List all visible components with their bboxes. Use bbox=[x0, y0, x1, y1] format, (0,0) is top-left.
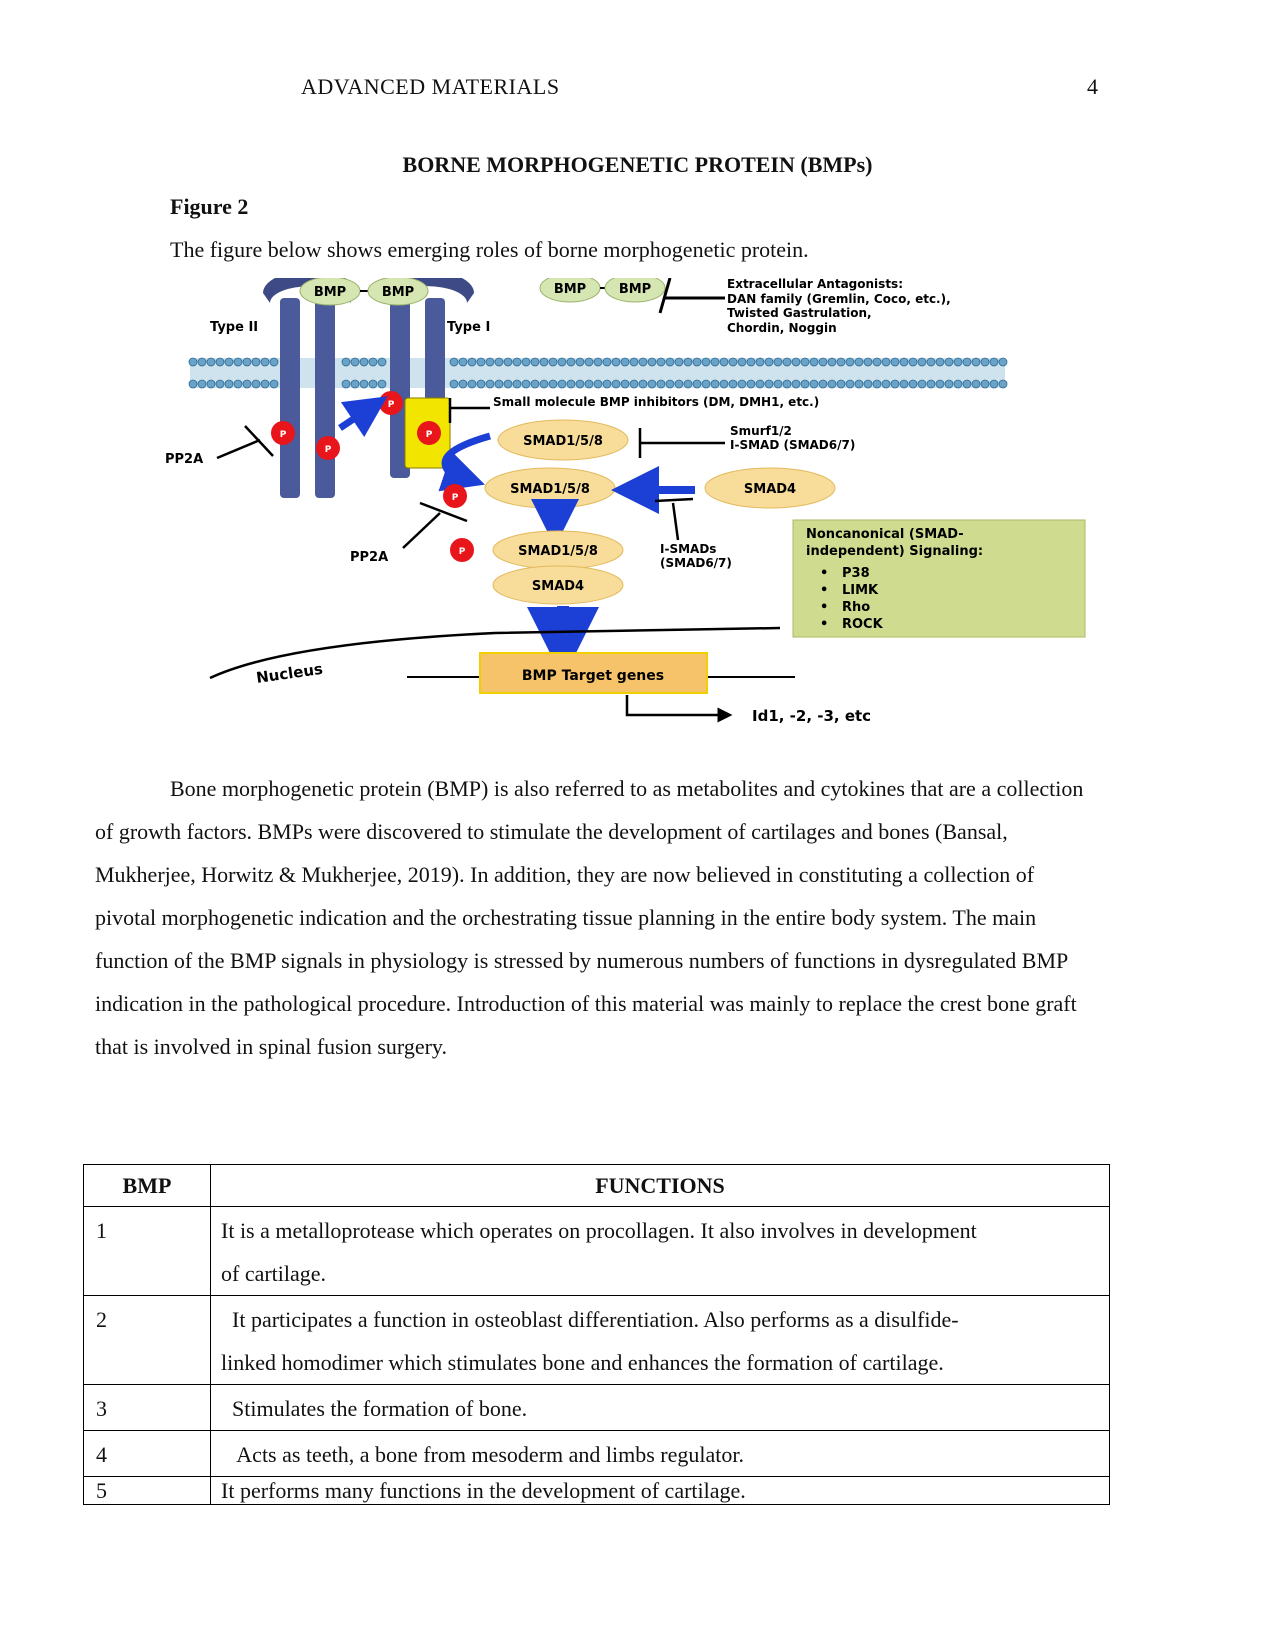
antagonists-label: Extracellular Antagonists: DAN family (G… bbox=[727, 277, 951, 335]
nucleus-label: Nucleus bbox=[255, 660, 324, 687]
figure-caption: The figure below shows emerging roles of… bbox=[170, 237, 809, 262]
body-paragraph: Bone morphogenetic protein (BMP) is also… bbox=[95, 776, 1084, 1059]
svg-text:P: P bbox=[459, 547, 466, 557]
table-header-row: BMP FUNCTIONS bbox=[83, 1164, 1110, 1207]
bmp-number: 2 bbox=[83, 1295, 211, 1385]
phospho-group: P bbox=[379, 391, 403, 415]
svg-text:DAN family (Gremlin, Coco, etc: DAN family (Gremlin, Coco, etc.), bbox=[727, 292, 951, 306]
svg-text:I-SMAD (SMAD6/7): I-SMAD (SMAD6/7) bbox=[730, 438, 855, 452]
table-row: 1 It is a metalloprotease which operates… bbox=[83, 1206, 1110, 1296]
bmp-target-genes-box: BMP Target genes bbox=[479, 652, 708, 694]
bmp-label: BMP bbox=[554, 282, 586, 297]
id-genes-label: Id1, -2, -3, etc bbox=[752, 707, 871, 725]
bmp-label: BMP bbox=[314, 285, 346, 300]
table-row: 5 It performs many functions in the deve… bbox=[83, 1476, 1110, 1505]
smad4-node: SMAD4 bbox=[492, 565, 624, 605]
svg-text:Noncanonical (SMAD-: Noncanonical (SMAD- bbox=[806, 527, 964, 542]
bmp-functions-table: BMP FUNCTIONS 1 It is a metalloprotease … bbox=[83, 1164, 1110, 1505]
svg-text:SMAD1/5/8: SMAD1/5/8 bbox=[510, 482, 590, 497]
noncanonical-signaling-box: Noncanonical (SMAD- independent) Signali… bbox=[792, 519, 1086, 638]
bmp-number: 3 bbox=[83, 1384, 211, 1431]
phospho-group: P bbox=[316, 436, 340, 460]
col-header-bmp: BMP bbox=[83, 1164, 211, 1207]
svg-text:LIMK: LIMK bbox=[842, 583, 879, 598]
svg-text:SMAD1/5/8: SMAD1/5/8 bbox=[523, 434, 603, 449]
smad158-node: SMAD1/5/8 bbox=[484, 467, 616, 509]
page-number: 4 bbox=[1087, 74, 1098, 99]
smad4-node: SMAD4 bbox=[704, 467, 836, 509]
svg-text:•: • bbox=[820, 583, 828, 598]
svg-text:SMAD4: SMAD4 bbox=[532, 579, 584, 594]
phospho-group: P bbox=[450, 538, 474, 562]
bmp-number: 1 bbox=[83, 1206, 211, 1296]
bmp-number: 4 bbox=[83, 1430, 211, 1477]
table-row: 2 It participates a function in osteobla… bbox=[83, 1295, 1110, 1385]
svg-text:SMAD4: SMAD4 bbox=[744, 482, 796, 497]
svg-text:independent) Signaling:: independent) Signaling: bbox=[806, 544, 983, 559]
smad158-node: SMAD1/5/8 bbox=[497, 419, 629, 461]
cell-membrane bbox=[188, 357, 1008, 389]
pp2a-label: PP2A bbox=[350, 550, 388, 565]
svg-text:Rho: Rho bbox=[842, 600, 870, 615]
bmp-label: BMP bbox=[619, 282, 651, 297]
svg-text:P: P bbox=[280, 430, 287, 440]
bmp-signaling-diagram: BMP BMP BMP BMP Type II Type I Extracell… bbox=[165, 270, 1145, 768]
svg-text:SMAD1/5/8: SMAD1/5/8 bbox=[518, 544, 598, 559]
phospho-group: P bbox=[443, 484, 467, 508]
phospho-group: P bbox=[417, 421, 441, 445]
table-row: 4 Acts as teeth, a bone from mesoderm an… bbox=[83, 1430, 1110, 1477]
svg-text:Twisted Gastrulation,: Twisted Gastrulation, bbox=[727, 306, 872, 320]
col-header-functions: FUNCTIONS bbox=[210, 1164, 1110, 1207]
svg-text:•: • bbox=[820, 566, 828, 581]
svg-text:ROCK: ROCK bbox=[842, 617, 884, 632]
bmp-label: BMP bbox=[382, 285, 414, 300]
pp2a-label: PP2A bbox=[165, 452, 203, 467]
bmp-function: Acts as teeth, a bone from mesoderm and … bbox=[210, 1430, 1110, 1477]
running-head: ADVANCED MATERIALS bbox=[301, 74, 560, 99]
svg-text:P: P bbox=[452, 493, 459, 503]
table-row: 3 Stimulates the formation of bone. bbox=[83, 1384, 1110, 1431]
svg-text:•: • bbox=[820, 600, 828, 615]
ismads-label: I-SMADs (SMAD6/7) bbox=[660, 542, 732, 570]
svg-text:I-SMADs: I-SMADs bbox=[660, 542, 716, 556]
type2-label: Type II bbox=[210, 320, 258, 335]
svg-text:BMP Target genes: BMP Target genes bbox=[522, 668, 664, 684]
bmp-number: 5 bbox=[83, 1476, 211, 1505]
small-molecule-inhibitors-label: Small molecule BMP inhibitors (DM, DMH1,… bbox=[493, 395, 819, 409]
figure-label: Figure 2 bbox=[170, 194, 249, 219]
bmp-ligand-dimer-bound: BMP BMP bbox=[299, 276, 429, 306]
svg-text:•: • bbox=[820, 617, 828, 632]
bmp-ligand-dimer-free: BMP BMP bbox=[539, 273, 725, 314]
smad158-node: SMAD1/5/8 bbox=[492, 530, 624, 570]
type1-label: Type I bbox=[447, 320, 490, 335]
bmp-function: It performs many functions in the develo… bbox=[210, 1476, 1110, 1505]
bmp-function: It participates a function in osteoblast… bbox=[210, 1295, 1110, 1385]
phospho-group: P bbox=[271, 421, 295, 445]
svg-text:Chordin, Noggin: Chordin, Noggin bbox=[727, 321, 837, 335]
svg-text:Smurf1/2: Smurf1/2 bbox=[730, 424, 792, 438]
svg-text:P: P bbox=[426, 430, 433, 440]
svg-text:P: P bbox=[325, 445, 332, 455]
bmp-function: Stimulates the formation of bone. bbox=[210, 1384, 1110, 1431]
svg-text:P38: P38 bbox=[842, 566, 870, 581]
svg-text:P: P bbox=[388, 400, 395, 410]
svg-text:Extracellular Antagonists:: Extracellular Antagonists: bbox=[727, 278, 903, 291]
svg-text:(SMAD6/7): (SMAD6/7) bbox=[660, 556, 732, 570]
bmp-function: It is a metalloprotease which operates o… bbox=[210, 1206, 1110, 1296]
page-title: BORNE MORPHOGENETIC PROTEIN (BMPs) bbox=[402, 152, 873, 177]
smurf-label: Smurf1/2 I-SMAD (SMAD6/7) bbox=[730, 424, 855, 452]
